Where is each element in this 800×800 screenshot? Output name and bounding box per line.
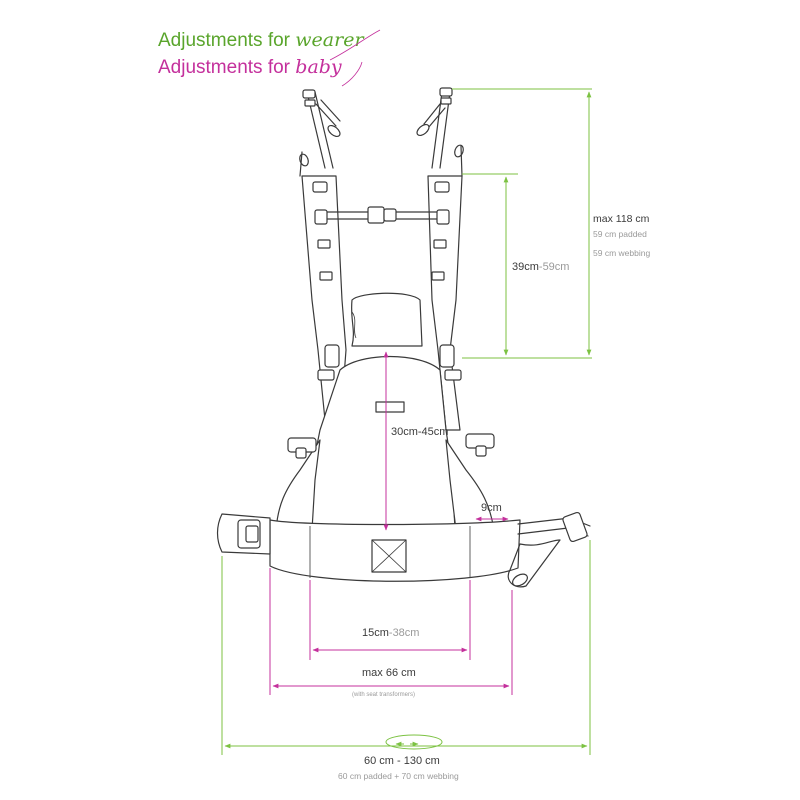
legend-baby: Adjustments for baby [158, 56, 342, 78]
strap-buckles [312, 181, 462, 381]
waist-dimension: 60 cm - 130 cm 60 cm padded + 70 cm webb… [221, 540, 591, 781]
panel-width-label: 15cm-38cm [362, 627, 419, 639]
seat-width-label: max 66 cm [362, 667, 416, 679]
seat-width-dimension: max 66 cm (with seat transformers) [269, 568, 513, 698]
strap-adjust-dimension: 39cm-59cm [462, 173, 569, 356]
waist-buckle-left [216, 513, 271, 555]
seat-width-note: (with seat transformers) [352, 692, 415, 698]
strap-adjust-label: 39cm-59cm [512, 261, 569, 273]
strap-adjust-min: 39cm [512, 261, 539, 273]
panel-width-max: -38cm [389, 627, 420, 639]
headrest [350, 292, 423, 347]
panel-base-dimension: 9cm [475, 502, 509, 522]
waist-webbing-right [507, 511, 591, 588]
legend-baby-prefix: Adjustments for [158, 57, 295, 78]
strap-total-padded: 59 cm padded [593, 229, 647, 239]
chest-strap [326, 206, 438, 224]
legend-wearer-word: wearer [295, 29, 365, 51]
right-strap-webbing [416, 87, 464, 177]
panel-height-label: 30cm-45cm [391, 426, 448, 438]
waist-label: 60 cm - 130 cm [364, 755, 440, 767]
panel-label-tag [375, 401, 405, 413]
strap-total-webbing: 59 cm webbing [593, 248, 650, 258]
baby-carrier-drawing [216, 87, 591, 588]
strap-adjust-max: -59cm [539, 261, 570, 273]
legend-baby-word: baby [295, 56, 342, 78]
legend-wearer: Adjustments for wearer [158, 29, 365, 51]
panel-height-dimension: 30cm-45cm [383, 351, 448, 531]
waist-note: 60 cm padded + 70 cm webbing [338, 771, 459, 781]
strap-total-dimension: max 118 cm 59 cm padded 59 cm webbing [452, 88, 650, 359]
legend-wearer-prefix: Adjustments for [158, 30, 295, 51]
left-strap-webbing [299, 89, 341, 177]
legend-swash [329, 29, 381, 87]
panel-base-label: 9cm [481, 502, 502, 514]
strap-total-label: max 118 cm [593, 213, 650, 225]
waist-adjust-ellipse [385, 734, 443, 750]
panel-width-dimension: 15cm-38cm [309, 580, 471, 660]
panel-width-min: 15cm [362, 627, 389, 639]
